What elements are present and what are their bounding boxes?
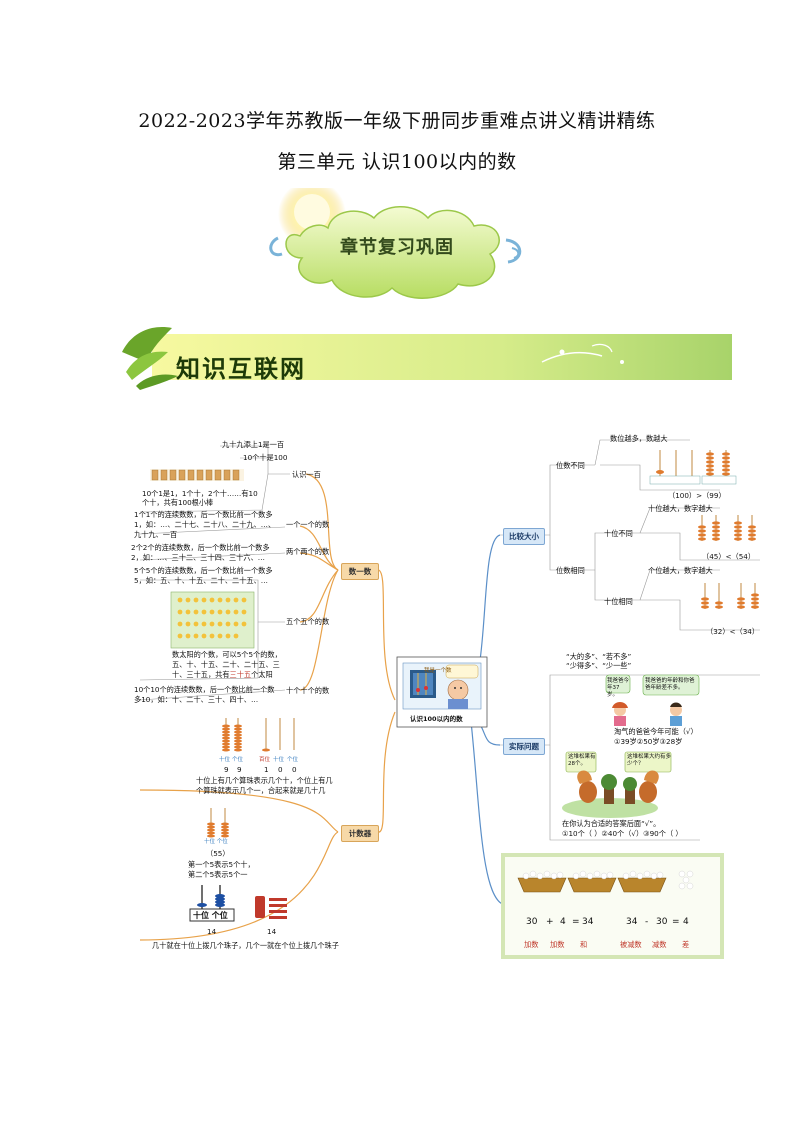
- shiji-q2: “少得多”、“少一些”: [566, 661, 632, 670]
- abacus14-value: 14: [207, 927, 217, 936]
- wuwu-line2: 5，如：五、十、十五、二十、二十五、…: [134, 576, 268, 585]
- eq1-n2: 4: [560, 917, 566, 927]
- gewei-yueda-label: 个位越大，数字越大: [648, 566, 713, 575]
- wuwu-label: 五个五个的数: [286, 617, 330, 626]
- eq1-name-addend1: 加数: [524, 940, 539, 949]
- shiji-q1: “大的多”、“若不多”: [566, 652, 632, 661]
- abacus100-place-tens: 十位: [273, 757, 285, 763]
- eq1-n1: 30: [526, 917, 538, 927]
- kid-bubble-2: 我爸爸的年龄和你爸爸年龄差不多。: [645, 678, 695, 691]
- eq1-result: 34: [582, 917, 594, 927]
- center-speech-bubble: 我是一个数: [424, 668, 452, 674]
- jishuqi-line1: 十位上有几个算珠表示几个十，个位上有几: [196, 776, 333, 785]
- yigeyige-line1: 1个1个的连续数数，后一个数比前一个数多: [134, 510, 273, 519]
- eq1-eq: =: [572, 917, 580, 927]
- cmp-45-54: （45）<（54）: [702, 552, 756, 561]
- cmp-100-99: （100）>（99）: [668, 491, 726, 500]
- jishuqi-line2: 个算珠就表示几个一，合起来就是几十几: [196, 786, 326, 795]
- jishuqi-line3: 第一个5表示5个十，: [188, 860, 255, 869]
- weishu-butong-label: 位数不同: [556, 461, 585, 470]
- lianglia-label: 两个两个的数: [286, 547, 330, 556]
- shiwei-yueda-label: 十位越大，数字越大: [648, 504, 713, 513]
- shishi-line1: 10个10个的连续数数，后一个数比前一个数: [134, 685, 275, 694]
- wuwu-line4: 五、十、十五、二十、二十五、三: [172, 660, 280, 669]
- squirrel-bubble-2: 这堆松果大约有多少个？: [627, 754, 672, 767]
- chapter-banner-label: 章节复习巩固: [340, 237, 454, 258]
- renshi-line2: 10个十是100: [243, 453, 288, 462]
- cmp-32-34: （32）<（34）: [706, 627, 760, 636]
- shiji-ans2: ①39岁②50岁③28岁: [614, 737, 683, 746]
- yigeyige-line2: 1，如：…、二十七、二十八、二十九、…、: [134, 520, 276, 529]
- shishi-line2: 多10，如：十、二十、三十、四十、…: [134, 695, 259, 704]
- weishu-yueduo-label: 数位越多，数越大: [610, 434, 668, 443]
- wuwu-line5: 十、三十五，共有三十五个太阳: [172, 670, 273, 679]
- abacus100-digit-ones: 0: [292, 765, 297, 774]
- renshi-line3: 10个1是1，1个十，2个十……有10: [142, 489, 258, 498]
- eq2-name-difference: 差: [682, 940, 690, 949]
- shiji-ans1: 淘气的爸爸今年可能（√）: [614, 727, 698, 736]
- liangliang-line2: 2，如：…、三十二、三十四、三十六、…: [131, 553, 265, 562]
- yigeyige-line3: 九十九、一百: [134, 530, 178, 539]
- renshi-line1: 九十九添上1是一百: [222, 440, 285, 449]
- eq2-n2: 30: [656, 917, 668, 927]
- abacus100-place-ones: 个位: [287, 757, 299, 763]
- center-node-label: 认识100以内的数: [410, 715, 463, 723]
- abacus99-place-tens: 十位: [219, 757, 231, 763]
- eq1-op: +: [546, 917, 554, 927]
- abacus100-place-hundreds: 百位: [259, 757, 271, 763]
- eq2-eq: =: [672, 917, 680, 927]
- abacus100-digit-hundreds: 1: [264, 765, 269, 774]
- abacus100-digit-tens: 0: [278, 765, 283, 774]
- kid-bubble-1: 我爸爸今年37岁。: [607, 678, 630, 698]
- abacus55-places: 十位 个位: [204, 839, 228, 845]
- shishi-label: 十个十个的数: [286, 686, 330, 695]
- yigeyige-label: 一个一个的数: [286, 520, 330, 529]
- shiji-ans3: 在你认为合适的答案后面“√”。: [562, 819, 661, 828]
- shiwei-xiangtong-label: 十位相同: [604, 597, 633, 606]
- eq2-result: 4: [683, 917, 689, 927]
- node-shiji: 实际问题: [503, 738, 545, 755]
- abacus14-places: 十位 个位: [193, 911, 228, 920]
- eq2-name-minuend: 被减数: [620, 940, 642, 949]
- liangliang-line1: 2个2个的连续数数，后一个数比前一个数多: [131, 543, 270, 552]
- eq1-name-addend2: 加数: [550, 940, 565, 949]
- shiji-ans4: ①10个（ ）②40个（√）③90个（ ）: [562, 829, 683, 838]
- node-shuyishu: 数一数: [341, 563, 379, 580]
- eq2-op: -: [645, 917, 649, 927]
- jishuqi-line4: 第二个5表示5个一: [188, 870, 248, 879]
- jishuqi-line5: 几十就在十位上拨几个珠子，几个一就在个位上拨几个珠子: [152, 941, 339, 950]
- document-title: 2022-2023学年苏教版一年级下册同步重难点讲义精讲精练: [138, 110, 656, 132]
- section-header-label: 知识互联网: [176, 355, 306, 383]
- eq1-name-sum: 和: [580, 940, 588, 949]
- weishu-xiangtong-label: 位数相同: [556, 566, 585, 575]
- abacus99-digit-ones: 9: [237, 765, 242, 774]
- wuwu-answer: 三十五: [229, 670, 252, 679]
- eq2-name-subtrahend: 减数: [652, 940, 667, 949]
- document-subtitle: 第三单元 认识100以内的数: [277, 151, 517, 173]
- abacus99-digit-tens: 9: [224, 765, 229, 774]
- wuwu-line1: 5个5个的连续数数，后一个数比前一个数多: [134, 566, 273, 575]
- shiwei-butong-label: 十位不同: [604, 529, 633, 538]
- node-jishuqi: 计数器: [341, 825, 379, 842]
- abacus99-place-ones: 个位: [232, 757, 244, 763]
- rods14-value: 14: [267, 927, 277, 936]
- renshi-label: 认识一百: [292, 470, 321, 479]
- squirrel-bubble-1: 这堆松果有28个。: [568, 754, 596, 767]
- section-header-bar: [122, 327, 732, 390]
- abacus55-value: （55）: [206, 849, 230, 858]
- renshi-line4: 个十，共有100根小棒: [142, 498, 214, 507]
- wuwu-line3: 数太阳的个数，可以5个5个的数，: [172, 650, 282, 659]
- chapter-banner-cloud: [269, 188, 522, 299]
- eq2-n1: 34: [626, 917, 638, 927]
- node-bijiao: 比较大小: [503, 528, 545, 545]
